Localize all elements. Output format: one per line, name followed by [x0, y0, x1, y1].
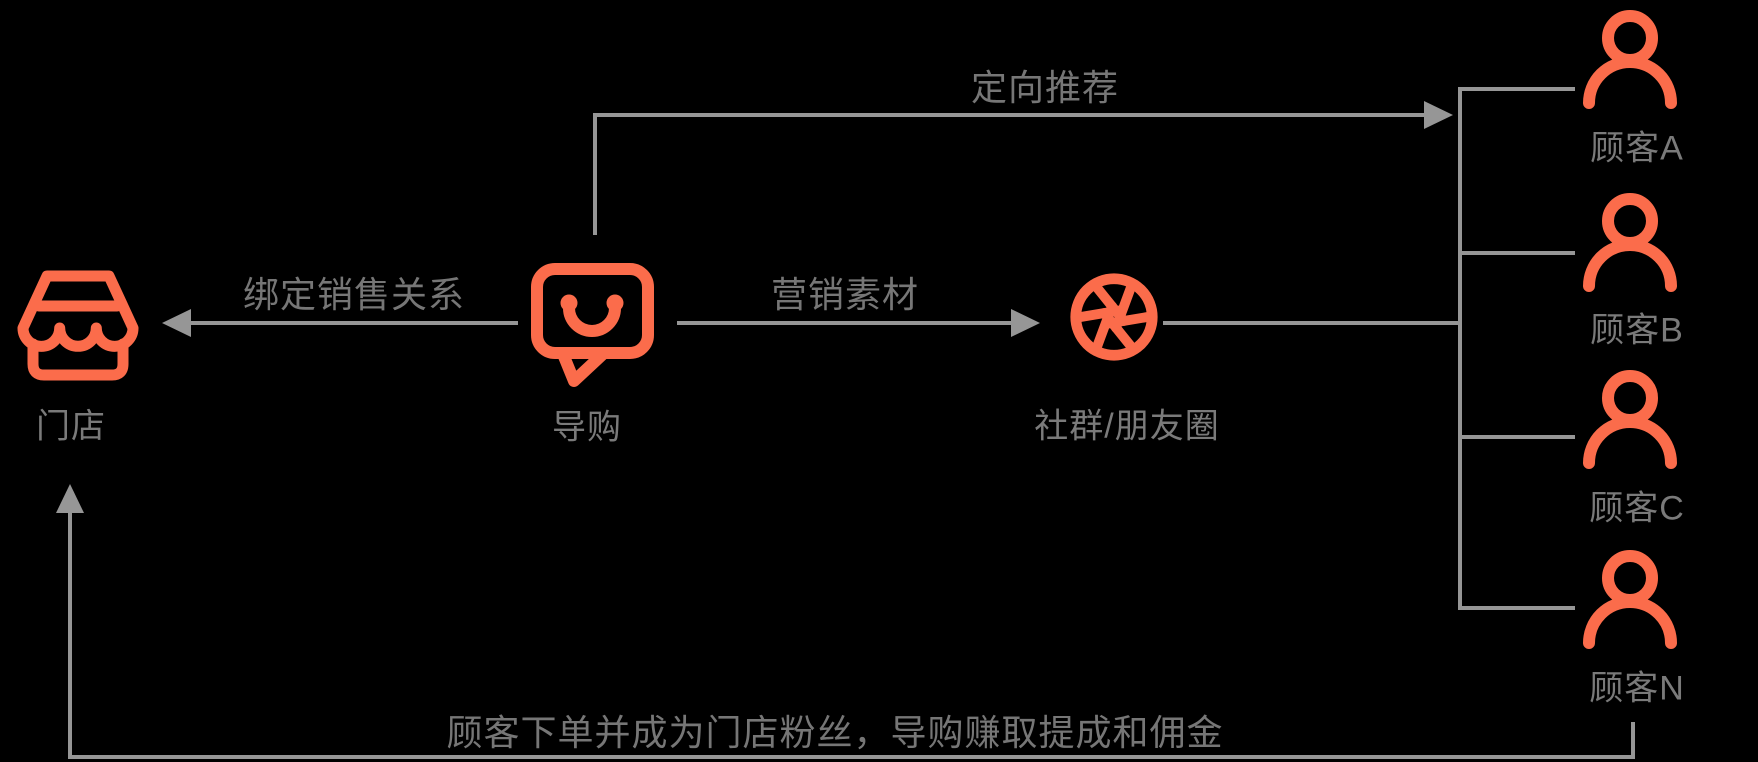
- aperture-icon: [1065, 268, 1163, 366]
- marketing-arrowhead: [1011, 309, 1040, 337]
- storefront-icon: [17, 270, 139, 382]
- customer-c-label: 顾客C: [1589, 489, 1685, 528]
- person-icon: [1583, 550, 1677, 650]
- feedback-loop-line: [68, 513, 1635, 759]
- person-icon: [1583, 370, 1677, 470]
- community-label: 社群/朋友圈: [1034, 407, 1220, 446]
- targeted-edge-label: 定向推荐: [970, 67, 1120, 108]
- feedback-edge-label: 顾客下单并成为门店粉丝，导购赚取提成和佣金: [446, 712, 1224, 753]
- person-icon: [1583, 193, 1677, 293]
- marketing-edge-label: 营销素材: [770, 274, 920, 315]
- targeted-arrowhead: [1424, 101, 1453, 129]
- store-label: 门店: [36, 407, 106, 446]
- chat-bubble-smile-icon: [530, 262, 655, 388]
- customer-a-label: 顾客A: [1590, 129, 1684, 168]
- customer-n-label: 顾客N: [1589, 669, 1685, 708]
- person-icon: [1583, 10, 1677, 110]
- bind-edge-label: 绑定销售关系: [242, 274, 466, 315]
- customer-b-label: 顾客B: [1590, 311, 1684, 350]
- bind-arrowhead: [162, 309, 191, 337]
- targeted-arrow-line: [593, 113, 1426, 235]
- guide-label: 导购: [552, 408, 622, 447]
- feedback-arrowhead: [56, 484, 84, 513]
